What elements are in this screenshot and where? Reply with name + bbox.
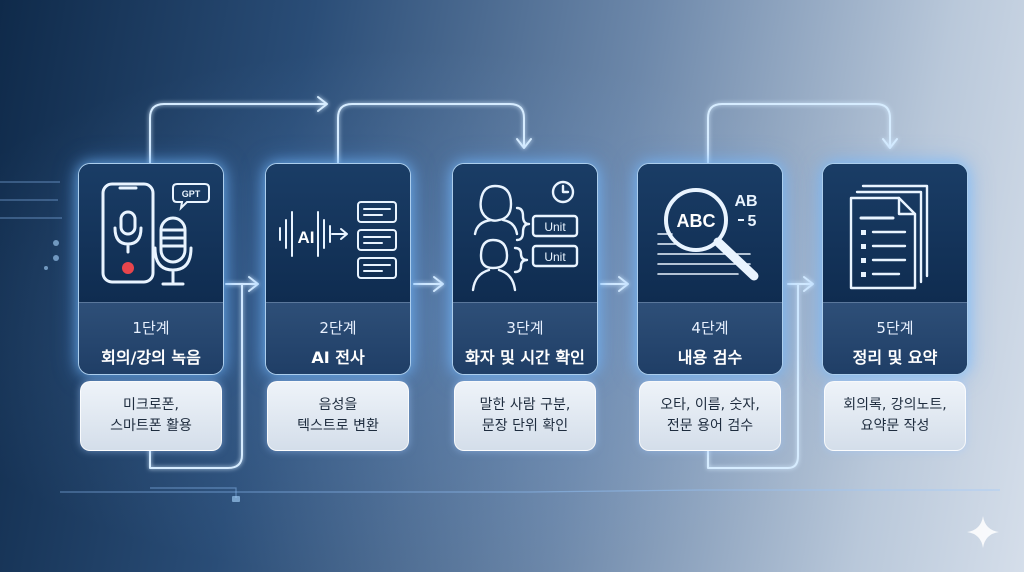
speakers-clock-icon: Unit Unit — [471, 180, 579, 292]
documents-icon — [849, 184, 929, 290]
bottom-loop-1-2 — [149, 283, 243, 469]
step-1-label: 1단계 회의/강의 녹음 — [79, 302, 223, 374]
step-1-number: 1단계 — [132, 319, 170, 337]
step-3-description: 말한 사람 구분, 문장 단위 확인 — [454, 381, 596, 451]
lens-text: ABC — [677, 211, 716, 231]
step-2-title: AI 전사 — [311, 348, 365, 367]
ai-transcription-icon: AI — [279, 201, 397, 279]
record-dot — [122, 262, 134, 274]
magnifier-abc-icon: ABC AB 5 — [657, 188, 759, 281]
step-4-desc-line-1: 오타, 이름, 숫자, — [660, 397, 760, 413]
circuit-node — [44, 266, 48, 270]
corner-letters: AB — [734, 193, 757, 210]
step-2-card: AI 2단계 AI 전사 — [265, 163, 411, 375]
step-3-desc-line-1: 말한 사람 구분, — [479, 397, 571, 413]
mid-arrow-1-2-head — [248, 276, 259, 292]
step-5-label: 5단계 정리 및 요약 — [823, 302, 967, 374]
step-1-card: GPT 1단계 회의/강의 녹음 — [78, 163, 224, 375]
top-link-4-5-arrowhead — [882, 138, 898, 149]
top-link-1-2-arrowhead — [317, 96, 328, 112]
phone-microphone-icon: GPT — [101, 182, 210, 286]
person-icon — [479, 184, 513, 222]
step-2-desc-line-1: 음성을 — [318, 397, 358, 413]
mid-arrow-3-4-head — [618, 276, 629, 292]
ai-badge-label: AI — [298, 228, 315, 247]
step-2-description: 음성을 텍스트로 변환 — [267, 381, 409, 451]
step-4-desc-line-2: 전문 용어 검수 — [666, 418, 754, 434]
bottom-loop-4-5 — [707, 283, 799, 469]
top-link-2-3 — [337, 103, 525, 164]
step-2-number: 2단계 — [319, 319, 357, 337]
step-4-icon-area — [638, 164, 782, 302]
sparkle-icon — [967, 516, 999, 548]
top-link-4-5 — [707, 103, 891, 164]
step-3-title: 화자 및 시간 확인 — [465, 348, 585, 367]
step-3-card: Unit Unit 3단계 화자 및 시간 확인 — [452, 163, 598, 375]
step-5-desc-line-2: 요약문 작성 — [860, 418, 930, 434]
circuit-node — [53, 255, 59, 261]
step-1-title: 회의/강의 녹음 — [101, 348, 201, 367]
step-5-description: 회의록, 강의노트, 요약문 작성 — [824, 381, 966, 451]
step-4-description: 오타, 이름, 숫자, 전문 용어 검수 — [639, 381, 781, 451]
unit-label-1: Unit — [544, 220, 566, 234]
step-5-number: 5단계 — [876, 319, 914, 337]
step-4-number: 4단계 — [691, 319, 729, 337]
step-5-title: 정리 및 요약 — [852, 348, 938, 367]
circuit-pad — [232, 496, 240, 502]
step-1-desc-line-1: 미크로폰, — [123, 397, 179, 413]
step-2-desc-line-2: 텍스트로 변환 — [297, 418, 379, 434]
step-2-label: 2단계 AI 전사 — [266, 302, 410, 374]
person-icon — [479, 238, 509, 270]
top-link-1-2 — [149, 103, 327, 164]
clock-icon — [551, 180, 575, 204]
corner-number: 5 — [748, 213, 757, 230]
step-5-desc-line-1: 회의록, 강의노트, — [843, 397, 947, 413]
circuit-trace-bottom — [60, 489, 1000, 493]
step-1-desc-line-2: 스마트폰 활용 — [110, 418, 192, 434]
step-4-label: 4단계 내용 검수 — [638, 302, 782, 374]
step-3-label: 3단계 화자 및 시간 확인 — [453, 302, 597, 374]
mid-arrow-2-3-head — [433, 276, 444, 292]
unit-label-2: Unit — [544, 250, 566, 264]
top-link-2-3-arrowhead — [516, 138, 532, 149]
step-3-number: 3단계 — [506, 319, 544, 337]
step-3-desc-line-2: 문장 단위 확인 — [481, 418, 569, 434]
step-5-card: 5단계 정리 및 요약 — [822, 163, 968, 375]
step-1-description: 미크로폰, 스마트폰 활용 — [80, 381, 222, 451]
gpt-badge-label: GPT — [182, 189, 201, 199]
step-4-title: 내용 검수 — [677, 348, 743, 367]
circuit-trace-bottom-right — [150, 487, 237, 498]
step-4-card: ABC AB 5 4단계 내용 검수 — [637, 163, 783, 375]
circuit-node — [53, 240, 59, 246]
mid-arrow-4-5-head — [803, 276, 814, 292]
